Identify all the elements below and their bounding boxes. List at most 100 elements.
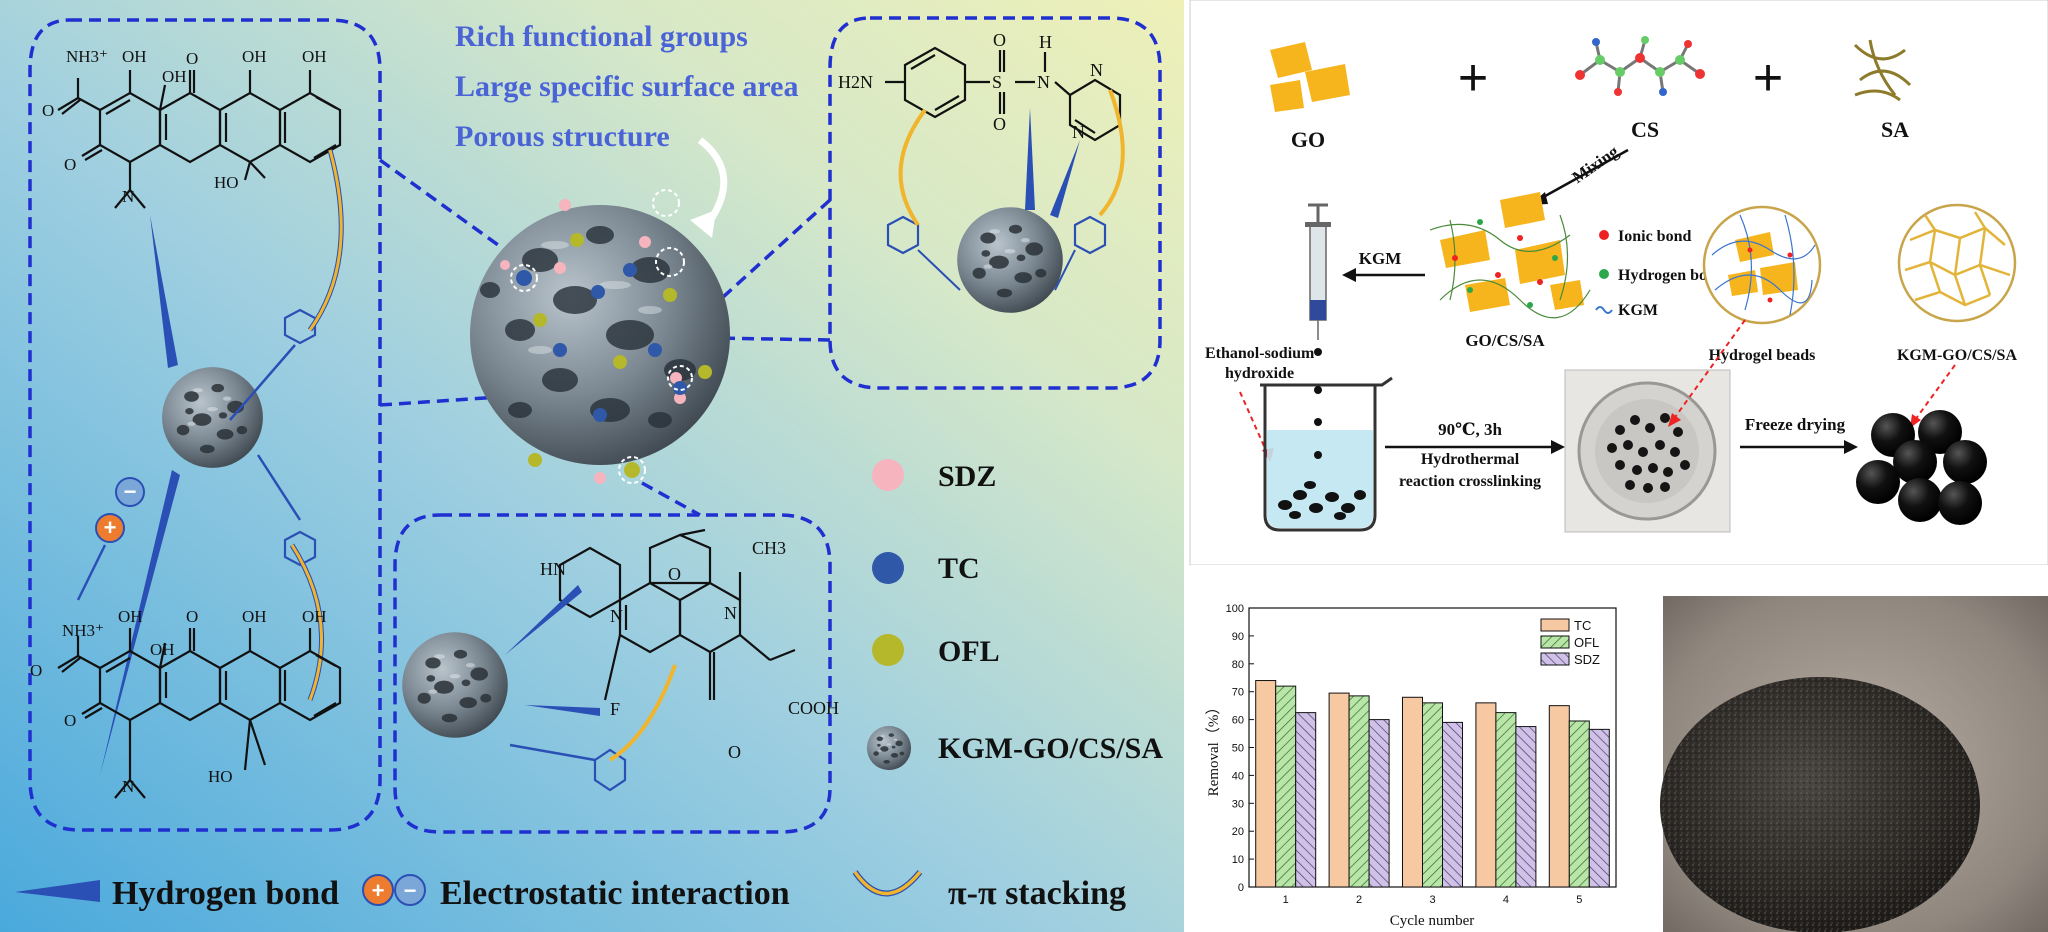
adsorbed-molecules — [500, 199, 712, 484]
bar-ofl-cycle-3 — [1422, 702, 1443, 888]
ofl-frame — [393, 513, 832, 834]
adsorbent-sphere-left — [162, 367, 263, 468]
kgm-legend-label: KGM — [1618, 302, 1658, 319]
bar-sdz-cycle-5 — [1588, 728, 1610, 888]
electrostatic-link — [76, 544, 107, 601]
svg-text:O: O — [42, 101, 54, 120]
mechanism-background — [0, 0, 1184, 932]
feature-porous: Porous structure — [455, 120, 670, 153]
svg-text:S: S — [992, 72, 1002, 92]
svg-text:N: N — [724, 603, 737, 623]
svg-text:N: N — [1090, 60, 1103, 80]
bar-sdz-cycle-1 — [1295, 712, 1317, 888]
bar-tc-cycle-4 — [1475, 702, 1497, 888]
y-tick-label: 100 — [1226, 603, 1244, 615]
bar-sdz-cycle-2 — [1368, 719, 1390, 888]
ofl-molecule — [558, 528, 796, 701]
svg-text:HN: HN — [540, 559, 566, 579]
ethanol-label-2: hydroxide — [1225, 365, 1294, 382]
y-tick-label: 70 — [1232, 687, 1244, 699]
hydrogen-bond-wedge-1 — [150, 215, 178, 368]
legend-swatch-ofl — [1540, 635, 1570, 649]
svg-text:O: O — [186, 607, 198, 626]
feature-list: Rich functional groups Large specific su… — [455, 20, 799, 153]
hydrothermal-label-1: Hydrothermal — [1421, 451, 1520, 468]
bead-photo — [1635, 565, 2048, 932]
y-tick-label: 10 — [1232, 854, 1244, 866]
plus-sign-2: + — [1753, 49, 1783, 107]
pi-link-2 — [256, 454, 302, 521]
svg-text:O: O — [186, 49, 198, 68]
tc-top-labels: NH3⁺ OH OH O OH OH O O HO N — [42, 47, 327, 206]
pi-stacking-label: π-π stacking — [948, 875, 1126, 912]
white-arrow-head — [690, 210, 716, 238]
svg-text:OH: OH — [242, 607, 267, 626]
legend-dot-tc — [872, 552, 904, 584]
svg-text:O: O — [64, 155, 76, 174]
plus-charge-icon — [362, 874, 394, 906]
svg-text:O: O — [668, 564, 681, 584]
sdz-hbond-wedge-2 — [1050, 140, 1080, 218]
bar-tc-cycle-5 — [1548, 705, 1570, 888]
connector-sdz-1 — [698, 198, 832, 320]
highlight-circles — [510, 189, 693, 484]
tc-molecule-bottom — [57, 628, 342, 799]
y-tick-label: 90 — [1232, 631, 1244, 643]
condition-label: 90℃, 3h — [1438, 420, 1502, 439]
svg-text:OH: OH — [162, 67, 187, 86]
x-tick-label: 1 — [1283, 894, 1289, 906]
svg-text:CH3: CH3 — [752, 538, 786, 558]
legend-label-ofl: OFL — [938, 635, 1000, 668]
product-network-icon — [1897, 203, 2017, 323]
ofl-pi-arrow — [608, 664, 677, 762]
molecule-legend: SDZ TC OFL KGM-GO/CS/SA — [866, 459, 1163, 771]
bar-ofl-cycle-4 — [1495, 712, 1517, 888]
svg-text:N: N — [610, 606, 623, 626]
svg-text:HO: HO — [214, 173, 239, 192]
benzene-ring-1 — [283, 308, 317, 345]
legend-label-sdz: SDZ — [938, 460, 996, 493]
y-tick-label: 80 — [1232, 659, 1244, 671]
connector-sdz-2 — [711, 336, 831, 342]
plus-sign: + — [104, 515, 117, 540]
freeze-label: Freeze drying — [1745, 415, 1846, 434]
svg-text:NH3⁺: NH3⁺ — [62, 621, 104, 640]
bar-ofl-cycle-1 — [1275, 685, 1297, 888]
adsorbent-sphere-sdz — [957, 207, 1063, 313]
legend-label-ofl: OFL — [1574, 635, 1599, 650]
legend-dot-sdz — [872, 459, 904, 491]
minus-sign: − — [124, 479, 137, 504]
pi-link-1 — [229, 344, 296, 421]
y-axis-label: Removal（%） — [1205, 700, 1222, 797]
electrostatic-label: Electrostatic interaction — [440, 875, 790, 912]
sa-label: SA — [1881, 117, 1909, 142]
go-icon — [1270, 42, 1350, 112]
adsorbent-sphere-ofl — [402, 632, 508, 738]
bar-sdz-cycle-4 — [1515, 726, 1537, 888]
legend-label-sdz: SDZ — [1574, 652, 1600, 667]
legend-dot-ofl — [872, 634, 904, 666]
svg-text:OH: OH — [242, 47, 267, 66]
go-label: GO — [1291, 127, 1325, 152]
svg-text:O: O — [728, 742, 741, 762]
svg-text:O: O — [993, 30, 1006, 50]
svg-text:N: N — [122, 187, 134, 206]
hydrogen-bond-legend-label: Hydrogen bond — [1618, 267, 1725, 284]
svg-text:O: O — [993, 114, 1006, 134]
connector-tc-1 — [378, 158, 514, 257]
svg-text:OH: OH — [122, 47, 147, 66]
svg-text:HO: HO — [208, 767, 233, 786]
svg-text:F: F — [610, 699, 620, 719]
x-tick-label: 5 — [1576, 894, 1582, 906]
mechanism-panel: Rich functional groups Large specific su… — [0, 0, 1184, 932]
tc-molecule-top — [57, 70, 342, 209]
svg-text:N: N — [122, 777, 134, 796]
bar-ofl-cycle-2 — [1348, 695, 1370, 888]
svg-text:+: + — [372, 878, 385, 903]
bar-tc-cycle-2 — [1328, 692, 1350, 888]
x-axis-label: Cycle number — [1390, 913, 1475, 929]
tc-bottom-labels: NH3⁺ OH OH O OH OH O O HO N — [30, 607, 327, 796]
ethanol-label-1: Ethanol-sodium — [1205, 345, 1315, 362]
